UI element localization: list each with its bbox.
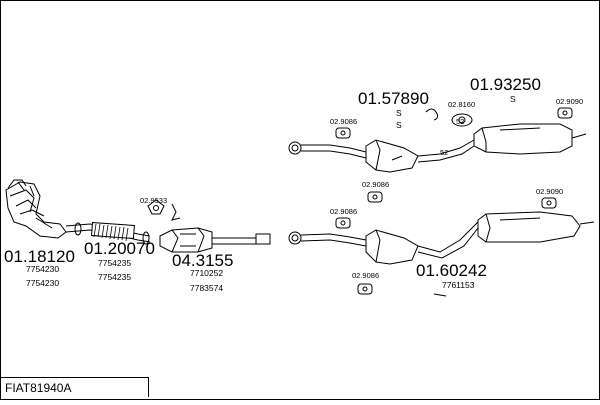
fitting-label-9086-topb: 02.9086 [362, 180, 389, 189]
hanger-9090-mid[interactable] [541, 197, 557, 209]
part-label-p4: 01.57890 [358, 89, 429, 108]
fitting-label-9090-mid: 02.9090 [536, 187, 563, 196]
part-ref-p3-b: 7783574 [190, 283, 223, 293]
lower-pipe-assembly[interactable] [288, 211, 595, 297]
part-ref-p6-a: 7761153 [442, 280, 475, 290]
front-pipe[interactable] [65, 222, 151, 245]
fitting-9533[interactable] [147, 199, 181, 221]
part-label-p3: 04.3155 [172, 251, 233, 270]
hanger-9086-top[interactable] [335, 127, 351, 139]
glyph-52-b: 52 [456, 117, 464, 126]
fitting-label-8160: 02.8160 [448, 100, 475, 109]
fitting-label-9086-top: 02.9086 [330, 117, 357, 126]
glyph-52-a: 52 [440, 148, 448, 157]
part-label-p6: 01.60242 [416, 261, 487, 280]
part-label-p2: 01.20070 [84, 239, 155, 258]
hanger-9086-mid[interactable] [335, 217, 351, 229]
fitting-label-9086-mid: 02.9086 [330, 207, 357, 216]
part-ref-p1-b: 7754230 [26, 278, 59, 288]
clamp-s-top[interactable] [425, 108, 439, 121]
s-glyph-3: S [510, 94, 516, 104]
part-ref-p3-a: 7710252 [190, 268, 223, 278]
part-ref-p2-a: 7754235 [98, 258, 131, 268]
diagram-code-caption: FIAT81940A [1, 377, 149, 397]
upper-pipe-assembly[interactable] [288, 123, 587, 173]
fitting-label-9086-bot: 02.9086 [352, 271, 379, 280]
fitting-label-9090-top: 02.9090 [556, 97, 583, 106]
part-label-p1: 01.18120 [4, 247, 75, 266]
part-ref-p1-a: 7754230 [26, 264, 59, 274]
hanger-9086-bot[interactable] [357, 283, 373, 295]
s-glyph-1: S [396, 108, 402, 118]
gasket-8160[interactable] [451, 113, 473, 127]
part-ref-p2-b: 7754235 [98, 272, 131, 282]
exhaust-manifold[interactable] [5, 179, 67, 239]
part-label-p5: 01.93250 [470, 75, 541, 94]
hanger-9090-top[interactable] [557, 107, 573, 119]
fitting-label-9533: 02.9533 [140, 196, 167, 205]
catalytic-converter[interactable] [159, 227, 271, 253]
hanger-9086-topb[interactable] [367, 191, 383, 203]
s-glyph-2: S [396, 120, 402, 130]
